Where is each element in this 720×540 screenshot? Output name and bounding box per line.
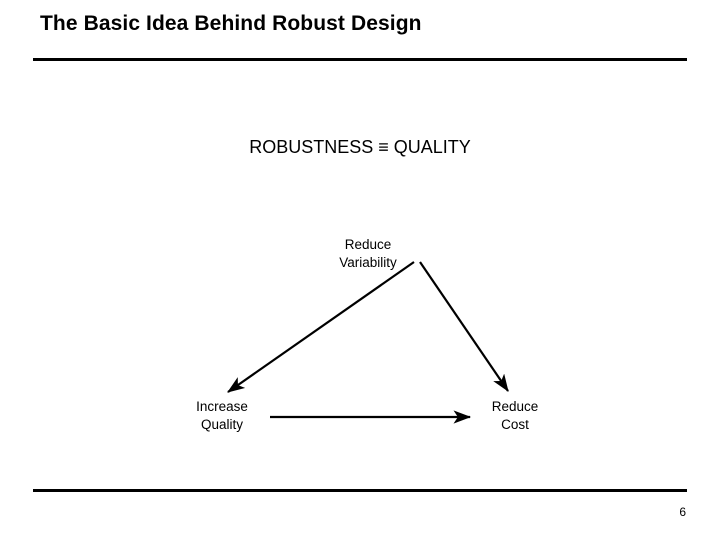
arrow-top-to-right xyxy=(419,261,509,392)
footer-divider-rule xyxy=(33,489,687,492)
node-reduce-variability: Reduce Variability xyxy=(339,237,397,271)
node-reduce-cost: Reduce Cost xyxy=(491,399,539,433)
page-title: The Basic Idea Behind Robust Design xyxy=(40,12,422,35)
page-number: 6 xyxy=(679,505,686,519)
arrow-top-to-left xyxy=(227,261,415,393)
headline-text: ROBUSTNESS ≡ QUALITY xyxy=(249,137,471,157)
node-increase-quality: Increase Quality xyxy=(196,399,248,433)
title-divider-rule xyxy=(33,58,687,61)
